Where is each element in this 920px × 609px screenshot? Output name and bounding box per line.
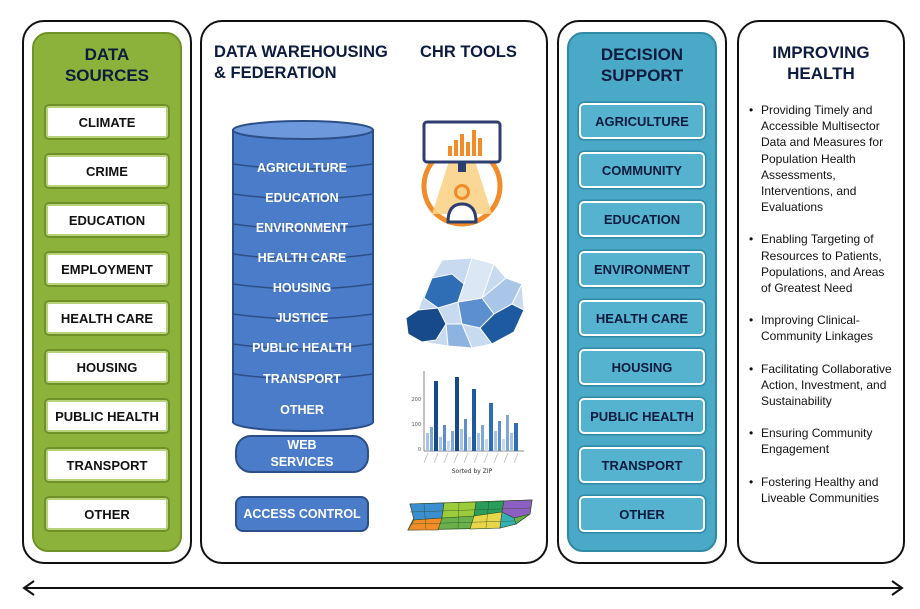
warehousing-title: DATA WAREHOUSING & FEDERATION	[214, 43, 388, 82]
decision-support-background: DECISION SUPPORT AGRICULTURE COMMUNITY E…	[567, 32, 717, 552]
decision-item-housing: HOUSING	[579, 349, 705, 385]
access-control-pill: ACCESS CONTROL	[235, 496, 369, 532]
source-item-education: EDUCATION	[44, 202, 170, 238]
bar-chart-tick-100: 100	[411, 422, 421, 428]
state-map-icon	[407, 499, 533, 531]
decision-item-community: COMMUNITY	[579, 152, 705, 188]
source-item-public-health: PUBLIC HEALTH	[44, 398, 170, 434]
source-item-employment: EMPLOYMENT	[44, 251, 170, 287]
health-bullet-4: Facilitating Collaborative Action, Inves…	[749, 361, 897, 410]
db-item-agriculture: AGRICULTURE	[256, 161, 348, 175]
decision-item-agriculture: AGRICULTURE	[579, 103, 705, 139]
decision-support-title: DECISION SUPPORT	[600, 45, 684, 85]
warehousing-panel: DATA WAREHOUSING & FEDERATION CHR TOOLS …	[200, 20, 548, 564]
monitor-user-icon	[421, 120, 503, 227]
health-bullet-5: Ensuring Community Engagement	[749, 425, 897, 457]
db-item-housing: HOUSING	[272, 281, 332, 295]
source-item-health-care: HEALTH CARE	[44, 300, 170, 336]
bar-chart-caption: Sorted by ZIP	[452, 468, 493, 475]
source-item-other: OTHER	[44, 496, 170, 532]
decision-item-environment: ENVIRONMENT	[579, 251, 705, 287]
decision-item-other: OTHER	[579, 496, 705, 532]
database-cylinder-icon	[232, 120, 374, 432]
db-item-justice: JUSTICE	[275, 311, 329, 325]
db-item-other: OTHER	[280, 403, 324, 417]
source-item-climate: CLIMATE	[44, 104, 170, 140]
data-sources-panel: DATA SOURCES CLIMATE CRIME EDUCATION EMP…	[22, 20, 192, 564]
bar-chart-icon: 200 100 0	[411, 371, 524, 475]
health-bullet-1: Providing Timely and Accessible Multisec…	[749, 102, 897, 215]
db-item-environment: ENVIRONMENT	[255, 221, 349, 235]
choropleth-map-icon	[405, 257, 525, 349]
database-stack: AGRICULTURE EDUCATION ENVIRONMENT HEALTH…	[232, 139, 372, 429]
decision-item-health-care: HEALTH CARE	[579, 300, 705, 336]
chr-tools-title: CHR TOOLS	[420, 43, 517, 61]
improving-health-title: IMPROVING HEALTH	[772, 43, 870, 83]
bidirectional-arrow-icon	[22, 580, 904, 596]
health-bullet-3: Improving Clinical-Community Linkages	[749, 312, 897, 344]
db-item-health-care: HEALTH CARE	[257, 251, 347, 265]
source-item-housing: HOUSING	[44, 349, 170, 385]
improving-health-panel: IMPROVING HEALTH Providing Timely and Ac…	[737, 20, 905, 564]
db-item-public-health: PUBLIC HEALTH	[252, 341, 352, 355]
decision-item-transport: TRANSPORT	[579, 447, 705, 483]
data-sources-title: DATA SOURCES	[64, 45, 150, 85]
db-item-education: EDUCATION	[265, 191, 339, 205]
web-services-pill: WEB SERVICES	[235, 435, 369, 473]
data-sources-background: DATA SOURCES CLIMATE CRIME EDUCATION EMP…	[32, 32, 182, 552]
decision-item-public-health: PUBLIC HEALTH	[579, 398, 705, 434]
db-item-transport: TRANSPORT	[263, 372, 341, 386]
source-item-transport: TRANSPORT	[44, 447, 170, 483]
bar-chart-tick-200: 200	[411, 397, 421, 403]
decision-support-panel: DECISION SUPPORT AGRICULTURE COMMUNITY E…	[557, 20, 727, 564]
health-bullet-2: Enabling Targeting of Resources to Patie…	[749, 231, 897, 296]
improving-health-list: Providing Timely and Accessible Multisec…	[749, 102, 897, 522]
bar-chart-tick-0: 0	[418, 447, 421, 453]
health-bullet-6: Fostering Healthy and Liveable Communiti…	[749, 474, 897, 506]
decision-item-education: EDUCATION	[579, 201, 705, 237]
source-item-crime: CRIME	[44, 153, 170, 189]
